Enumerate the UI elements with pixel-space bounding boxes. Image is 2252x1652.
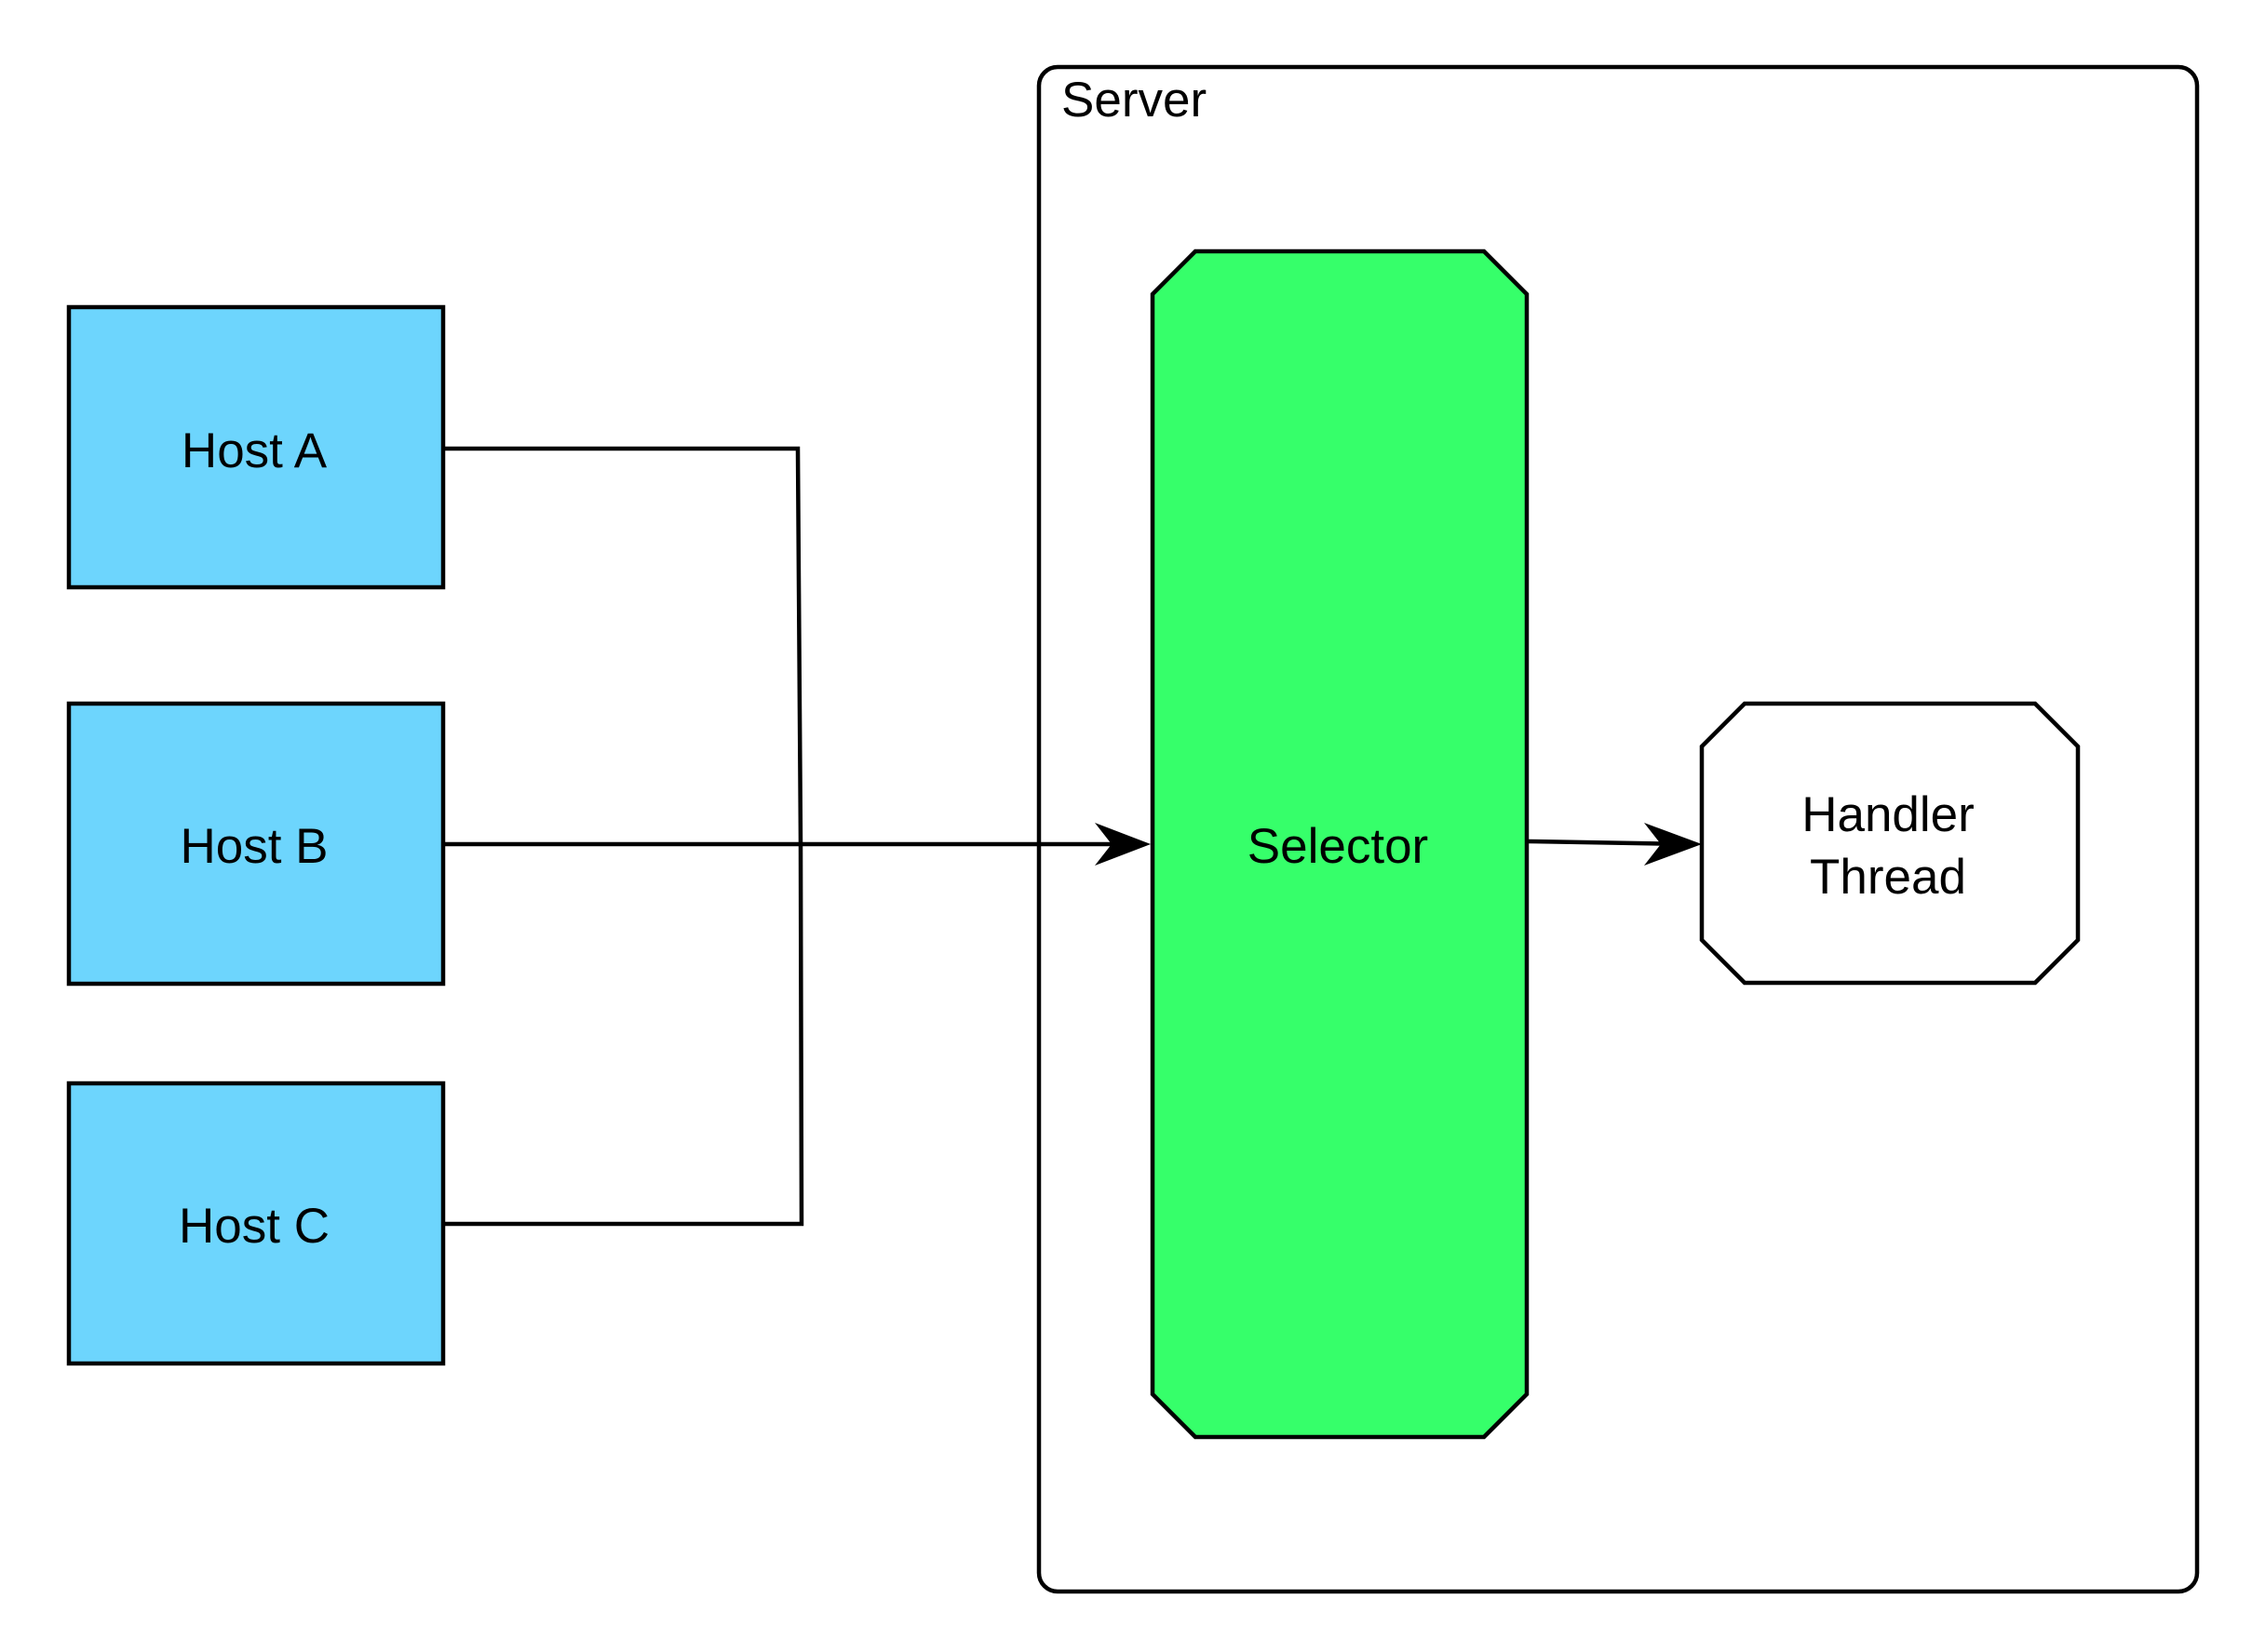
host-a-label: Host A	[182, 423, 328, 478]
server-label: Server	[1061, 73, 1207, 128]
host-b-label: Host B	[180, 819, 328, 874]
handler-thread-node[interactable]: Handler Thread	[1699, 701, 2081, 986]
host-b-box	[66, 701, 446, 987]
connector-host-c	[445, 842, 804, 1227]
arrowhead-to-handler	[1644, 823, 1702, 866]
handler-thread-label-line2: Thread	[1810, 850, 1966, 905]
handler-thread-label-line1: Handler	[1801, 787, 1975, 842]
selector-label: Selector	[1247, 819, 1428, 874]
selector-node[interactable]: Selector	[1150, 248, 1530, 1440]
host-c-node[interactable]: Host C	[66, 1081, 446, 1366]
arrowhead-to-selector	[1095, 823, 1151, 866]
host-a-box	[66, 304, 446, 590]
handler-thread-shape	[1699, 701, 2081, 986]
host-connectors	[445, 446, 1151, 1227]
host-a-node[interactable]: Host A	[66, 304, 446, 590]
host-b-node[interactable]: Host B	[66, 701, 446, 987]
host-c-box	[66, 1081, 446, 1366]
selector-to-handler-edge	[1528, 823, 1702, 866]
host-c-label: Host C	[179, 1199, 330, 1254]
connector-host-a	[445, 446, 803, 844]
selector-shape	[1150, 248, 1530, 1440]
